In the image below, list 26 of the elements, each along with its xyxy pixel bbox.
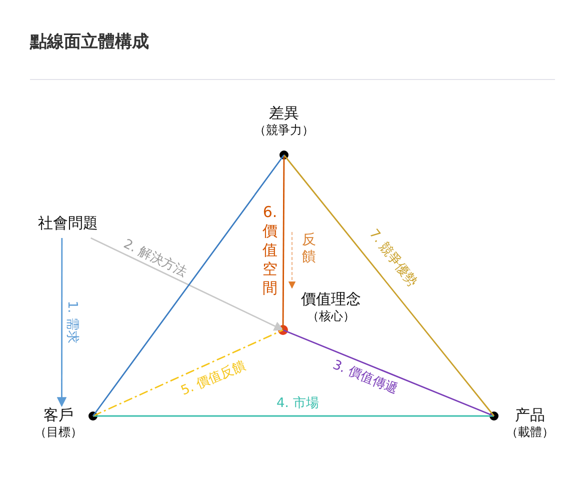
- edge-label: 7. 競爭優勢: [364, 226, 420, 291]
- node-subtitle: （載體）: [505, 424, 555, 440]
- edge-label: 4. 市場: [276, 395, 320, 412]
- node-subtitle: （目標）: [34, 424, 83, 440]
- diagram-title: 點線面立體構成: [30, 31, 149, 53]
- edge-label: 3. 價值傳遞: [330, 356, 400, 398]
- node-name: 社會問題: [37, 214, 99, 232]
- connector-line: [93, 415, 494, 417]
- node-subtitle: （核心）: [306, 308, 356, 324]
- edge-label: 5. 價值反饋: [178, 357, 248, 400]
- node-name: 客戶: [42, 406, 74, 424]
- connector-line: [92, 154, 285, 416]
- connector-line: [92, 329, 284, 417]
- arrow: [90, 237, 284, 331]
- node-name: 差異: [268, 104, 300, 122]
- edge-label: 2. 解決方法: [120, 236, 190, 282]
- node-subtitle: （競爭力）: [253, 122, 315, 138]
- edge-label: 1. 需求: [62, 300, 80, 344]
- connector-line: [282, 329, 494, 417]
- note-label: 反饋: [302, 232, 317, 266]
- arrow: [56, 238, 67, 407]
- node-name: 产品: [514, 406, 546, 424]
- node-name: 價值理念: [300, 290, 362, 308]
- connector-line: [282, 155, 285, 330]
- connector-line: [283, 154, 495, 416]
- edge-label: 6. 價值空間: [262, 202, 278, 298]
